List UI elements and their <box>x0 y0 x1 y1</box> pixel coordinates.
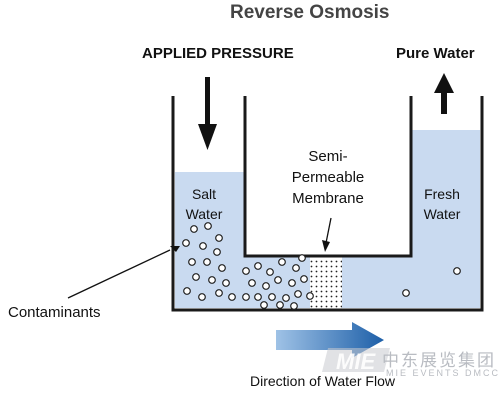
contaminant-particle <box>192 273 200 281</box>
flow-direction-label: Direction of Water Flow <box>250 373 395 389</box>
contaminant-particle <box>262 282 270 290</box>
salt-water-label-line: Water <box>185 206 223 222</box>
contaminants-pointer-arrow <box>67 246 180 299</box>
membrane-pointer-arrow <box>322 217 332 252</box>
watermark-english-text: MIE EVENTS DMCC <box>386 368 500 378</box>
watermark-chinese-text: 中东展览集团 <box>382 351 496 370</box>
contaminant-particle <box>190 225 198 233</box>
contaminant-particle <box>260 301 268 309</box>
contaminant-particle <box>254 293 262 301</box>
membrane-label-line: Permeable <box>291 169 365 186</box>
contaminant-particle <box>278 258 286 266</box>
contaminant-particle <box>204 222 212 230</box>
diagram-title: Reverse Osmosis <box>230 2 390 23</box>
contaminant-particle <box>203 258 211 266</box>
contaminant-particle <box>208 276 216 284</box>
contaminant-particle <box>199 242 207 250</box>
contaminant-particle <box>292 264 300 272</box>
contaminant-particle <box>276 301 284 309</box>
salt-water-label-line: Salt <box>191 186 217 202</box>
membrane-label-line: Membrane <box>292 190 364 207</box>
pure-water-label: Pure Water <box>396 45 475 62</box>
applied-pressure-label: APPLIED PRESSURE <box>142 45 294 62</box>
contaminant-particle <box>298 254 306 262</box>
fresh-water-label-line: Fresh <box>424 186 460 202</box>
contaminant-particle <box>213 248 221 256</box>
watermark-logo: MIE <box>322 348 390 374</box>
fresh-water-label-line: Water <box>423 206 461 222</box>
contaminant-particle <box>306 292 314 300</box>
contaminant-particle <box>254 262 262 270</box>
watermark-logo-text: MIE <box>336 349 376 374</box>
salt-water-label: Salt Water <box>182 184 226 224</box>
contaminant-particle <box>242 267 250 275</box>
contaminant-particle <box>274 276 282 284</box>
container <box>171 96 484 312</box>
contaminant-particle <box>248 279 256 287</box>
contaminant-particle <box>198 293 206 301</box>
contaminant-particle <box>182 239 190 247</box>
contaminant-particle <box>266 268 274 276</box>
contaminant-particle <box>402 289 410 297</box>
contaminant-particle <box>228 293 236 301</box>
contaminant-particle <box>222 279 230 287</box>
fresh-water-region <box>410 130 480 308</box>
membrane-label: Semi- Permeable Membrane <box>278 146 378 209</box>
contaminant-particle <box>218 264 226 272</box>
membrane-texture <box>310 257 342 308</box>
membrane-label-line: Semi- <box>308 148 348 165</box>
contaminant-particles <box>182 222 461 310</box>
contaminants-label: Contaminants <box>8 304 101 321</box>
contaminant-particle <box>290 302 298 310</box>
contaminant-particle <box>453 267 461 275</box>
contaminant-particle <box>294 290 302 298</box>
fresh-water-label: Fresh Water <box>414 184 470 224</box>
pressure-arrow-icon <box>198 77 217 150</box>
pure-water-arrow-icon <box>434 73 454 114</box>
contaminant-particle <box>215 289 223 297</box>
contaminant-particle <box>282 294 290 302</box>
contaminant-particle <box>188 258 196 266</box>
contaminant-particle <box>288 279 296 287</box>
contaminant-particle <box>215 234 223 242</box>
contaminant-particle <box>183 287 191 295</box>
contaminant-particle <box>268 293 276 301</box>
contaminant-particle <box>300 275 308 283</box>
contaminant-particle <box>242 293 250 301</box>
